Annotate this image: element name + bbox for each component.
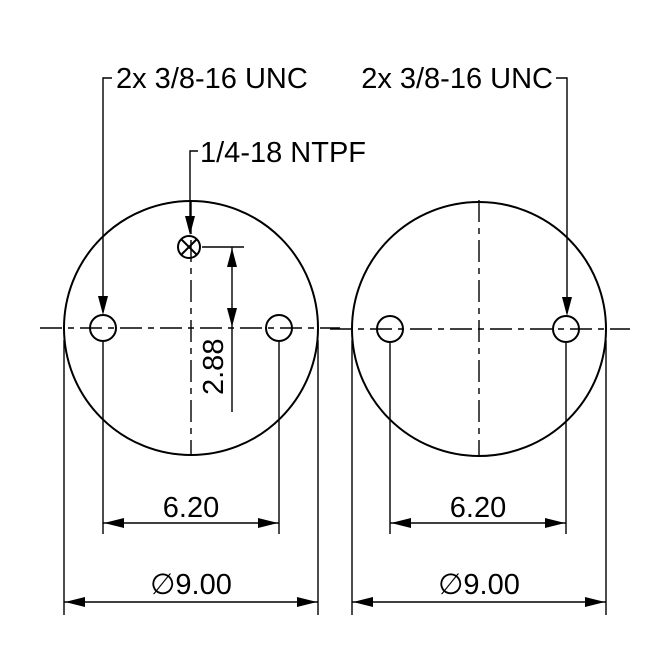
left-bolt-callout-leader xyxy=(98,77,112,315)
left-bolt-callout-label: 2x 3/8-16 UNC xyxy=(116,63,308,95)
left-diameter-label: ∅9.00 xyxy=(150,569,232,601)
left-bolt-hole-2 xyxy=(265,314,293,342)
air-fitting-callout-label: 1/4-18 NTPF xyxy=(200,137,366,169)
right-bolt-spacing-dimension-lines xyxy=(389,343,567,534)
right-bolt-hole-2 xyxy=(552,315,580,343)
right-diameter-dimension-lines xyxy=(351,340,607,615)
right-bolt-spacing-label: 6.20 xyxy=(450,492,506,524)
air-fitting-callout-leader xyxy=(185,150,198,235)
left-bolt-spacing-dimension-lines xyxy=(102,342,280,534)
right-diameter-label: ∅9.00 xyxy=(438,569,520,601)
left-diameter-value: 9.00 xyxy=(175,569,231,601)
right-diameter-symbol: ∅ xyxy=(438,569,463,601)
right-bolt-hole-1 xyxy=(376,315,404,343)
offset-dimension-label: 2.88 xyxy=(198,339,230,395)
left-diameter-dimension-lines xyxy=(63,340,319,615)
left-bolt-spacing-label: 6.20 xyxy=(163,492,219,524)
air-fitting-symbol xyxy=(177,235,201,259)
right-plate: 2x 3/8-16 UNC 6.20 ∅9.00 xyxy=(330,63,630,615)
right-bolt-callout-leader xyxy=(556,77,572,316)
left-diameter-symbol: ∅ xyxy=(150,569,175,601)
left-plate: 2x 3/8-16 UNC 1/4-18 NTPF 2.88 6.20 xyxy=(40,63,366,615)
right-diameter-value: 9.00 xyxy=(463,569,519,601)
right-bolt-callout-label: 2x 3/8-16 UNC xyxy=(361,63,553,95)
offset-dimension-lines xyxy=(202,246,244,412)
